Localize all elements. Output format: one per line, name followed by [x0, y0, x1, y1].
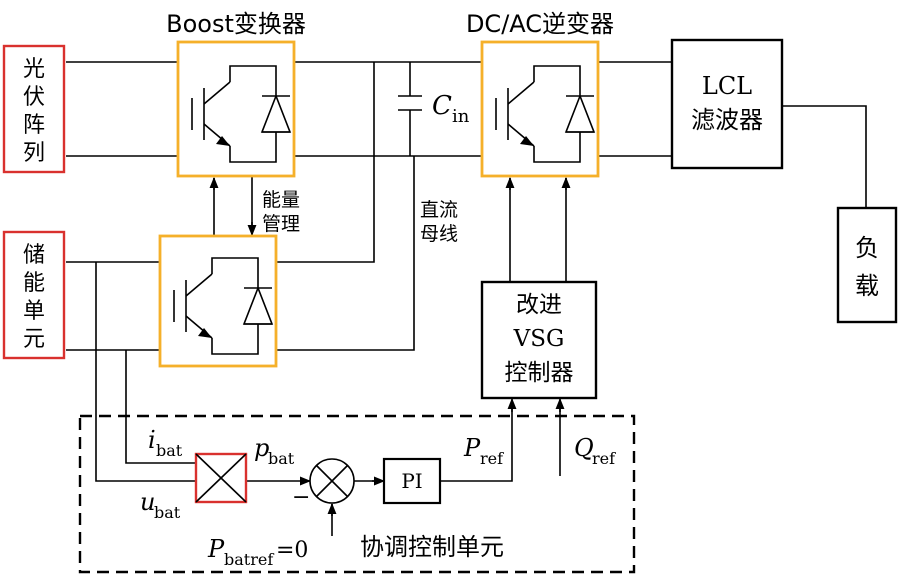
qref-symbol: Q [574, 434, 594, 462]
load-block: 负 载 [836, 206, 898, 324]
pv-label-char: 列 [23, 141, 45, 166]
vsg-label: 改进 [516, 292, 562, 318]
vsg-controller-block: 改进 VSG 控制器 [480, 280, 598, 400]
coordination-unit-label: 协调控制单元 [360, 533, 504, 561]
load-label-char: 载 [855, 272, 879, 300]
summing-junction [309, 458, 355, 504]
pv-label-char: 伏 [23, 85, 45, 110]
pbatref-value: =0 [276, 538, 308, 563]
storage-label-char: 单 [23, 299, 45, 324]
pbatref-symbol: P [207, 535, 225, 563]
pbatref-subscript: batref [224, 550, 274, 569]
energy-storage-block: 储 能 单 元 [2, 230, 66, 360]
pv-array-block: 光 伏 阵 列 [2, 44, 66, 174]
load-label-char: 负 [855, 234, 879, 262]
ibat-subscript: bat [156, 441, 183, 460]
pref-label: P ref [463, 434, 504, 468]
multiplier-block [194, 452, 248, 504]
storage-label-char: 能 [23, 271, 45, 296]
signal-arrows [209, 176, 571, 516]
energy-management-label: 能量 [262, 189, 300, 211]
pv-label-char: 阵 [23, 113, 45, 138]
inverter-block [480, 40, 600, 178]
pbat-symbol: p [254, 434, 269, 462]
cin-symbol: C [432, 91, 452, 121]
cin-label: C in [432, 91, 470, 127]
pref-symbol: P [463, 434, 481, 462]
igbt-diode-icon [173, 257, 274, 355]
ubat-label: u bat [140, 488, 181, 522]
boost-converter-block [176, 40, 296, 178]
igbt-diode-icon [495, 65, 596, 163]
emitter-arrow-icon [198, 328, 212, 338]
pi-controller-block: PI [382, 457, 442, 505]
emitter-arrow-icon [216, 136, 230, 146]
emitter-arrow-icon [520, 136, 534, 146]
dc-bus-label: 直流 [420, 199, 458, 221]
filter-label: 滤波器 [691, 106, 763, 134]
cin-subscript: in [452, 106, 470, 127]
minus-sign: − [292, 485, 310, 510]
ubat-symbol: u [140, 488, 155, 516]
coordination-unit-frame [78, 414, 636, 574]
dc-bus-label: 母线 [420, 223, 458, 245]
pbat-label: p bat [254, 434, 295, 468]
igbt-diode-icon [191, 65, 292, 163]
vsg-label: 控制器 [505, 360, 574, 386]
pv-label-char: 光 [23, 57, 45, 82]
bidirectional-converter-block [158, 234, 278, 368]
boost-converter-title: Boost变换器 [166, 10, 306, 38]
inverter-title: DC/AC逆变器 [466, 10, 614, 38]
lcl-filter-block: LCL 滤波器 [670, 38, 784, 170]
pi-label: PI [401, 469, 422, 493]
pref-subscript: ref [480, 449, 504, 468]
ibat-label: i bat [148, 426, 183, 460]
qref-label: Q ref [574, 434, 616, 468]
lcl-label: LCL [702, 72, 752, 100]
storage-label-char: 储 [23, 243, 45, 268]
vsg-label: VSG [513, 326, 565, 352]
energy-management-label: 管理 [262, 213, 300, 235]
qref-subscript: ref [592, 449, 616, 468]
pbatref-label: P batref =0 [207, 535, 308, 569]
ubat-subscript: bat [154, 503, 181, 522]
pbat-subscript: bat [268, 449, 295, 468]
ibat-symbol: i [148, 426, 156, 454]
storage-label-char: 元 [23, 327, 45, 352]
